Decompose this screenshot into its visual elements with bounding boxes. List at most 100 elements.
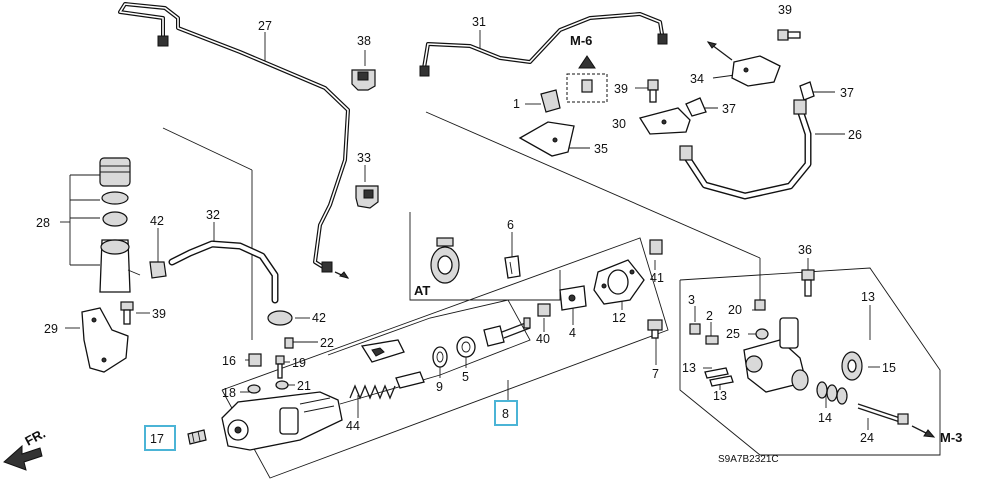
part-37-clip-b [799,81,815,101]
part-13-pin-b [709,375,734,387]
part-2-pin [705,335,719,345]
part-1-bracket [540,89,561,113]
callout-24: 24 [860,431,874,445]
callout-12: 13 [861,290,875,304]
m6-reference-box [566,55,608,103]
callout-6: 6 [507,218,514,232]
part-13-pin-a [704,367,729,379]
part-38-clip [351,69,376,91]
hose-end-fitting-b [793,99,807,115]
parts [3,29,936,471]
part-30-bracket [638,107,691,135]
callout-35: 35 [594,142,608,156]
callout-42-top: 42 [150,214,164,228]
part-25-washer [755,328,769,340]
callout-36: 36 [798,243,812,257]
part-14-piston [816,381,848,405]
hose-end-fitting-a [679,145,693,161]
callout-13a: 13 [682,361,696,375]
part-44-spring [349,371,425,400]
diagram-code: S9A7B2321C [718,454,779,465]
callout-15: 15 [882,361,896,375]
callout-22: 22 [320,336,334,350]
callout-28: 28 [36,216,50,230]
part-42-clamp-lower [267,310,293,326]
part-39-bolt-mid [647,79,659,91]
part-at-grommet [430,237,460,284]
highlight-box-17 [144,425,176,451]
part-3-nut [689,323,701,335]
callout-41: 41 [650,271,664,285]
callout-26: 27 [258,19,272,33]
callout-labels: 27 38 33 28 42 32 39 29 42 22 16 19 21 1… [22,3,962,465]
part-master-cylinder [221,391,343,451]
at-label: AT [414,283,430,298]
callout-19: 19 [292,356,306,370]
callout-20: 20 [728,303,742,317]
callout-30: 30 [612,117,626,131]
part-36-bolt [801,269,815,297]
part-15-boot [841,351,863,381]
callout-13b: 13 [713,389,727,403]
part-42-clamp [149,261,167,279]
callout-2: 2 [706,309,713,323]
callout-16: 16 [222,354,236,368]
part-17-pin [187,429,207,445]
callout-39-top: 39 [778,3,792,17]
m6-label: M-6 [570,33,592,48]
callout-4: 4 [569,326,576,340]
part-11-gasket [593,259,645,305]
part-39-bolt [120,301,134,325]
callout-7: 7 [652,367,659,381]
part-7-bolt [647,319,663,339]
part-9-ring [432,346,448,368]
callout-39-left: 39 [152,307,166,321]
part-24-rod [857,403,909,425]
callout-11: 12 [612,311,626,325]
callout-37b: 37 [840,86,854,100]
callout-29: 29 [44,322,58,336]
highlight-box-8 [494,400,518,426]
part-37-clip-a [685,97,707,117]
callout-44: 44 [346,419,360,433]
callout-18: 18 [222,386,236,400]
callout-42-lower: 42 [312,311,326,325]
callout-40: 40 [536,332,550,346]
part-slave-cylinder [743,317,809,393]
callout-27: 26 [848,128,862,142]
callout-17: 17 [150,432,164,446]
part-39-bolt-top [777,29,789,41]
front-direction-arrow [3,444,43,471]
part-20-bolt [754,299,766,311]
callout-34: 34 [690,72,704,86]
callout-14: 14 [818,411,832,425]
callout-21: 21 [297,379,311,393]
part-40-nut [537,303,551,317]
part-28-reservoir [99,157,141,293]
part-41-nut [649,239,663,255]
part-4-clevis [559,285,587,311]
part-35-plate [518,121,575,157]
part-pushrod [483,317,531,347]
callout-39-mid: 39 [614,82,628,96]
callout-31: 31 [472,15,486,29]
callout-8: 8 [502,407,509,421]
callout-38: 38 [357,34,371,48]
pipes-and-hoses [118,2,812,304]
callout-32: 32 [206,208,220,222]
m3-label: M-3 [940,430,962,445]
callout-37a: 37 [722,102,736,116]
part-33-clip [355,185,379,209]
callout-9: 9 [436,380,443,394]
callout-25: 25 [726,327,740,341]
callout-3: 3 [688,293,695,307]
part-6-clip [504,255,521,279]
callout-5: 5 [462,370,469,384]
part-34-bracket [731,55,781,87]
part-5-ring [456,336,476,358]
part-29-bracket [81,307,129,373]
callout-33: 33 [357,151,371,165]
fr-label: FR. [22,426,48,449]
callout-1: 1 [513,97,520,111]
